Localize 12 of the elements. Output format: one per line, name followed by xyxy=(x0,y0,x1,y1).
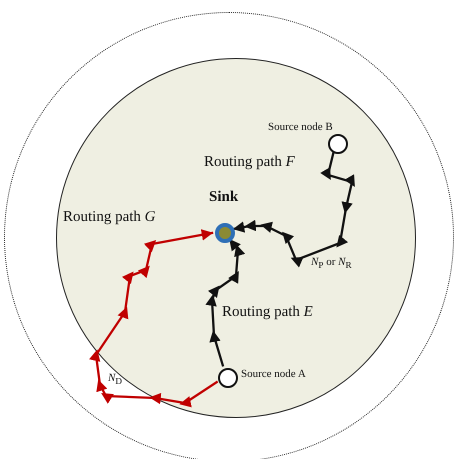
edge-label: Routing path E xyxy=(222,305,313,320)
node-count-label: N$_{P}$ or N$_{R}$ xyxy=(311,257,352,270)
routing-arrow xyxy=(89,229,218,408)
node-count-label: N$_{D}$ xyxy=(108,373,122,386)
node-label: Source node A xyxy=(241,369,306,380)
node-label: Sink xyxy=(209,190,238,205)
edge-label: Routing path F xyxy=(204,155,295,170)
routing-arrow xyxy=(206,238,245,367)
outer-ring xyxy=(4,12,454,459)
node-label: Source node B xyxy=(268,122,333,133)
routing-arrow xyxy=(232,151,355,268)
edge-label: Routing path G xyxy=(63,210,156,225)
